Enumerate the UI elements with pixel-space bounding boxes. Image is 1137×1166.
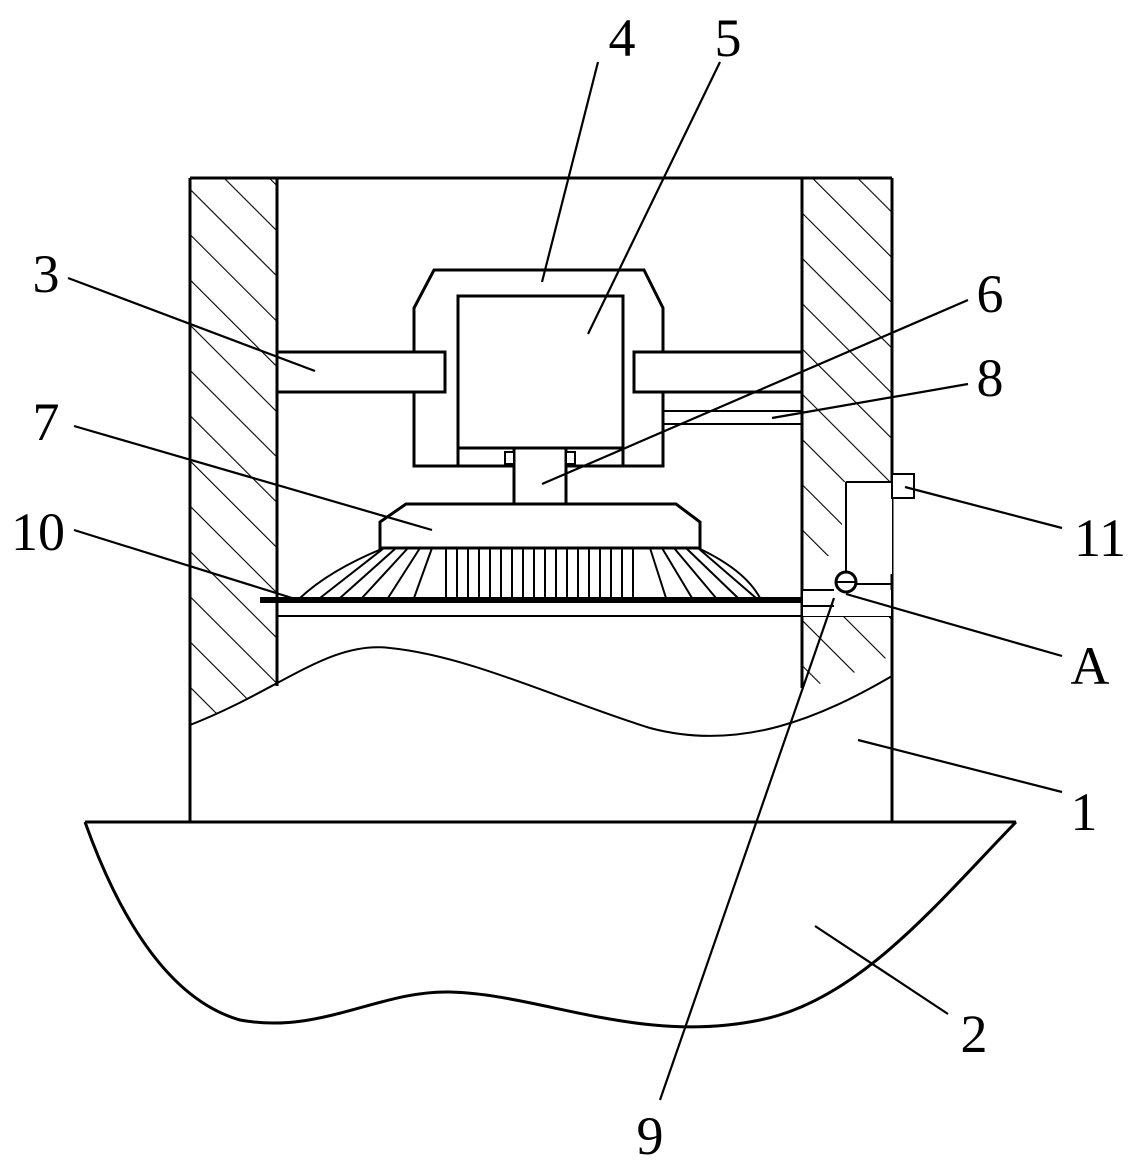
label-4: 4 [609, 8, 636, 68]
leader-A [845, 592, 1063, 658]
leader-11 [904, 485, 1063, 530]
label-7: 7 [33, 392, 60, 452]
label-5: 5 [715, 8, 742, 68]
label-1: 1 [1071, 782, 1098, 842]
leader-8 [771, 382, 969, 420]
label-9: 9 [637, 1106, 664, 1166]
leader-2 [814, 925, 949, 1015]
bristles [299, 547, 761, 599]
leader-7 [73, 424, 433, 532]
leader-6 [541, 298, 969, 486]
motor [456, 294, 625, 450]
label-10: 10 [11, 502, 65, 562]
leader-5 [587, 61, 721, 335]
left-arm [275, 350, 447, 394]
leader-1 [857, 738, 1063, 794]
base [83, 820, 1018, 1029]
right-arm [632, 350, 804, 394]
rail-8 [663, 410, 802, 425]
left-wall-hatch [190, 178, 277, 725]
brush-head [378, 502, 702, 550]
label-3: 3 [33, 244, 60, 304]
shaft [504, 446, 576, 506]
leader-10 [73, 528, 293, 600]
break-wave-frame [189, 646, 893, 737]
label-11: 11 [1074, 508, 1126, 568]
leader-3 [67, 276, 316, 373]
label-2: 2 [961, 1004, 988, 1064]
leader-lines [67, 61, 1063, 1101]
label-6: 6 [977, 264, 1004, 324]
leader-4 [540, 61, 600, 283]
label-8: 8 [977, 348, 1004, 408]
label-A: A [1071, 636, 1110, 696]
leader-9 [658, 597, 836, 1101]
reference-numerals: 3 4 5 6 7 8 10 11 A 1 2 9 [11, 8, 1126, 1166]
